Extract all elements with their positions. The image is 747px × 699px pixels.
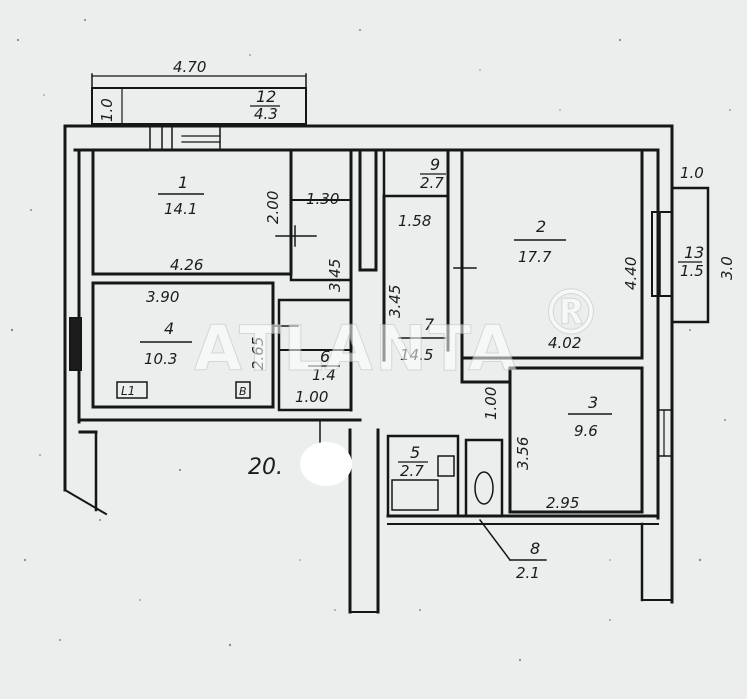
room-7-number: 7 [424, 315, 435, 334]
room-8: 8 2.1 [516, 539, 540, 582]
room-5-area: 2.7 [400, 462, 424, 480]
dim-right-bay-height: 3.0 [718, 256, 736, 280]
dim-loggia-width: 1.0 [98, 98, 116, 122]
room-labels: 1 14.1 2 17.7 3 9.6 4 10.3 5 2.7 6 1.4 [140, 87, 704, 582]
dim-wc-width: 1.00 [482, 387, 500, 420]
dim-room2-height: 4.40 [622, 257, 640, 290]
room-4: 4 10.3 [140, 319, 192, 368]
paper-noise [10, 18, 731, 662]
room-2-area: 17.7 [518, 248, 552, 266]
watermark-logo: ATLANTA ® [194, 276, 604, 386]
stamp: 20. [248, 442, 352, 486]
stamp-text: 20. [248, 455, 283, 480]
room-4-area: 10.3 [144, 350, 177, 368]
dim-closet-width: 1.30 [306, 190, 339, 208]
room-5-number: 5 [410, 443, 420, 462]
room-1-area: 14.1 [164, 200, 197, 218]
dim-top-width: 4.70 [173, 58, 206, 76]
dim-hall-right-height: 3.45 [386, 285, 404, 318]
dim-bedroom1-width: 4.26 [170, 256, 203, 274]
dim-bedroom1-height: 2.00 [264, 191, 282, 224]
room-13: 13 1.5 [678, 243, 704, 280]
room-2: 2 17.7 [514, 217, 566, 266]
dim-hall-left-height: 3.45 [326, 259, 344, 292]
dim-room2-width: 4.02 [548, 334, 581, 352]
room-6-number: 6 [320, 347, 330, 366]
dim-bedroom4-height: 2.65 [249, 337, 267, 370]
watermark-text: ATLANTA [194, 312, 518, 385]
watermark-registered-mark: ® [540, 276, 604, 349]
marker-right-label: B [239, 385, 247, 398]
room-12-area: 4.3 [254, 105, 278, 123]
room-9-area: 2.7 [420, 174, 444, 192]
room-12: 12 4.3 [250, 87, 280, 123]
room-13-number: 13 [684, 243, 704, 262]
room-7: 7 14.5 [398, 315, 446, 364]
room-8-area: 2.1 [516, 564, 540, 582]
dimension-labels: 4.70 4.26 2.00 3.90 2.65 1.30 1.58 3.45 … [98, 58, 736, 512]
marker-boxes: L1 B [116, 381, 251, 399]
room-1: 1 14.1 [158, 173, 204, 218]
dim-bedroom4-width: 3.90 [146, 288, 179, 306]
room-12-number: 12 [256, 87, 276, 106]
room-9-number: 9 [430, 155, 440, 174]
room-1-number: 1 [178, 173, 188, 192]
dim-entry-width: 1.00 [295, 388, 328, 406]
room-9: 9 2.7 [420, 155, 446, 192]
room-2-number: 2 [536, 217, 546, 236]
dim-right-bay-width: 1.0 [680, 164, 704, 182]
room-7-area: 14.5 [400, 346, 433, 364]
room-8-number: 8 [530, 539, 540, 558]
room-6: 6 1.4 [308, 347, 340, 384]
room-13-area: 1.5 [680, 262, 704, 280]
dim-room3-height: 3.56 [514, 437, 532, 470]
dim-closet2-width: 1.58 [398, 212, 431, 230]
room-3-area: 9.6 [574, 422, 598, 440]
dim-room3-width: 2.95 [546, 494, 579, 512]
marker-left-label: L1 [121, 384, 135, 398]
room-4-number: 4 [164, 319, 174, 338]
room-3: 3 9.6 [568, 393, 612, 440]
room-3-number: 3 [588, 393, 598, 412]
room-6-area: 1.4 [312, 366, 336, 384]
room-5: 5 2.7 [398, 443, 428, 480]
